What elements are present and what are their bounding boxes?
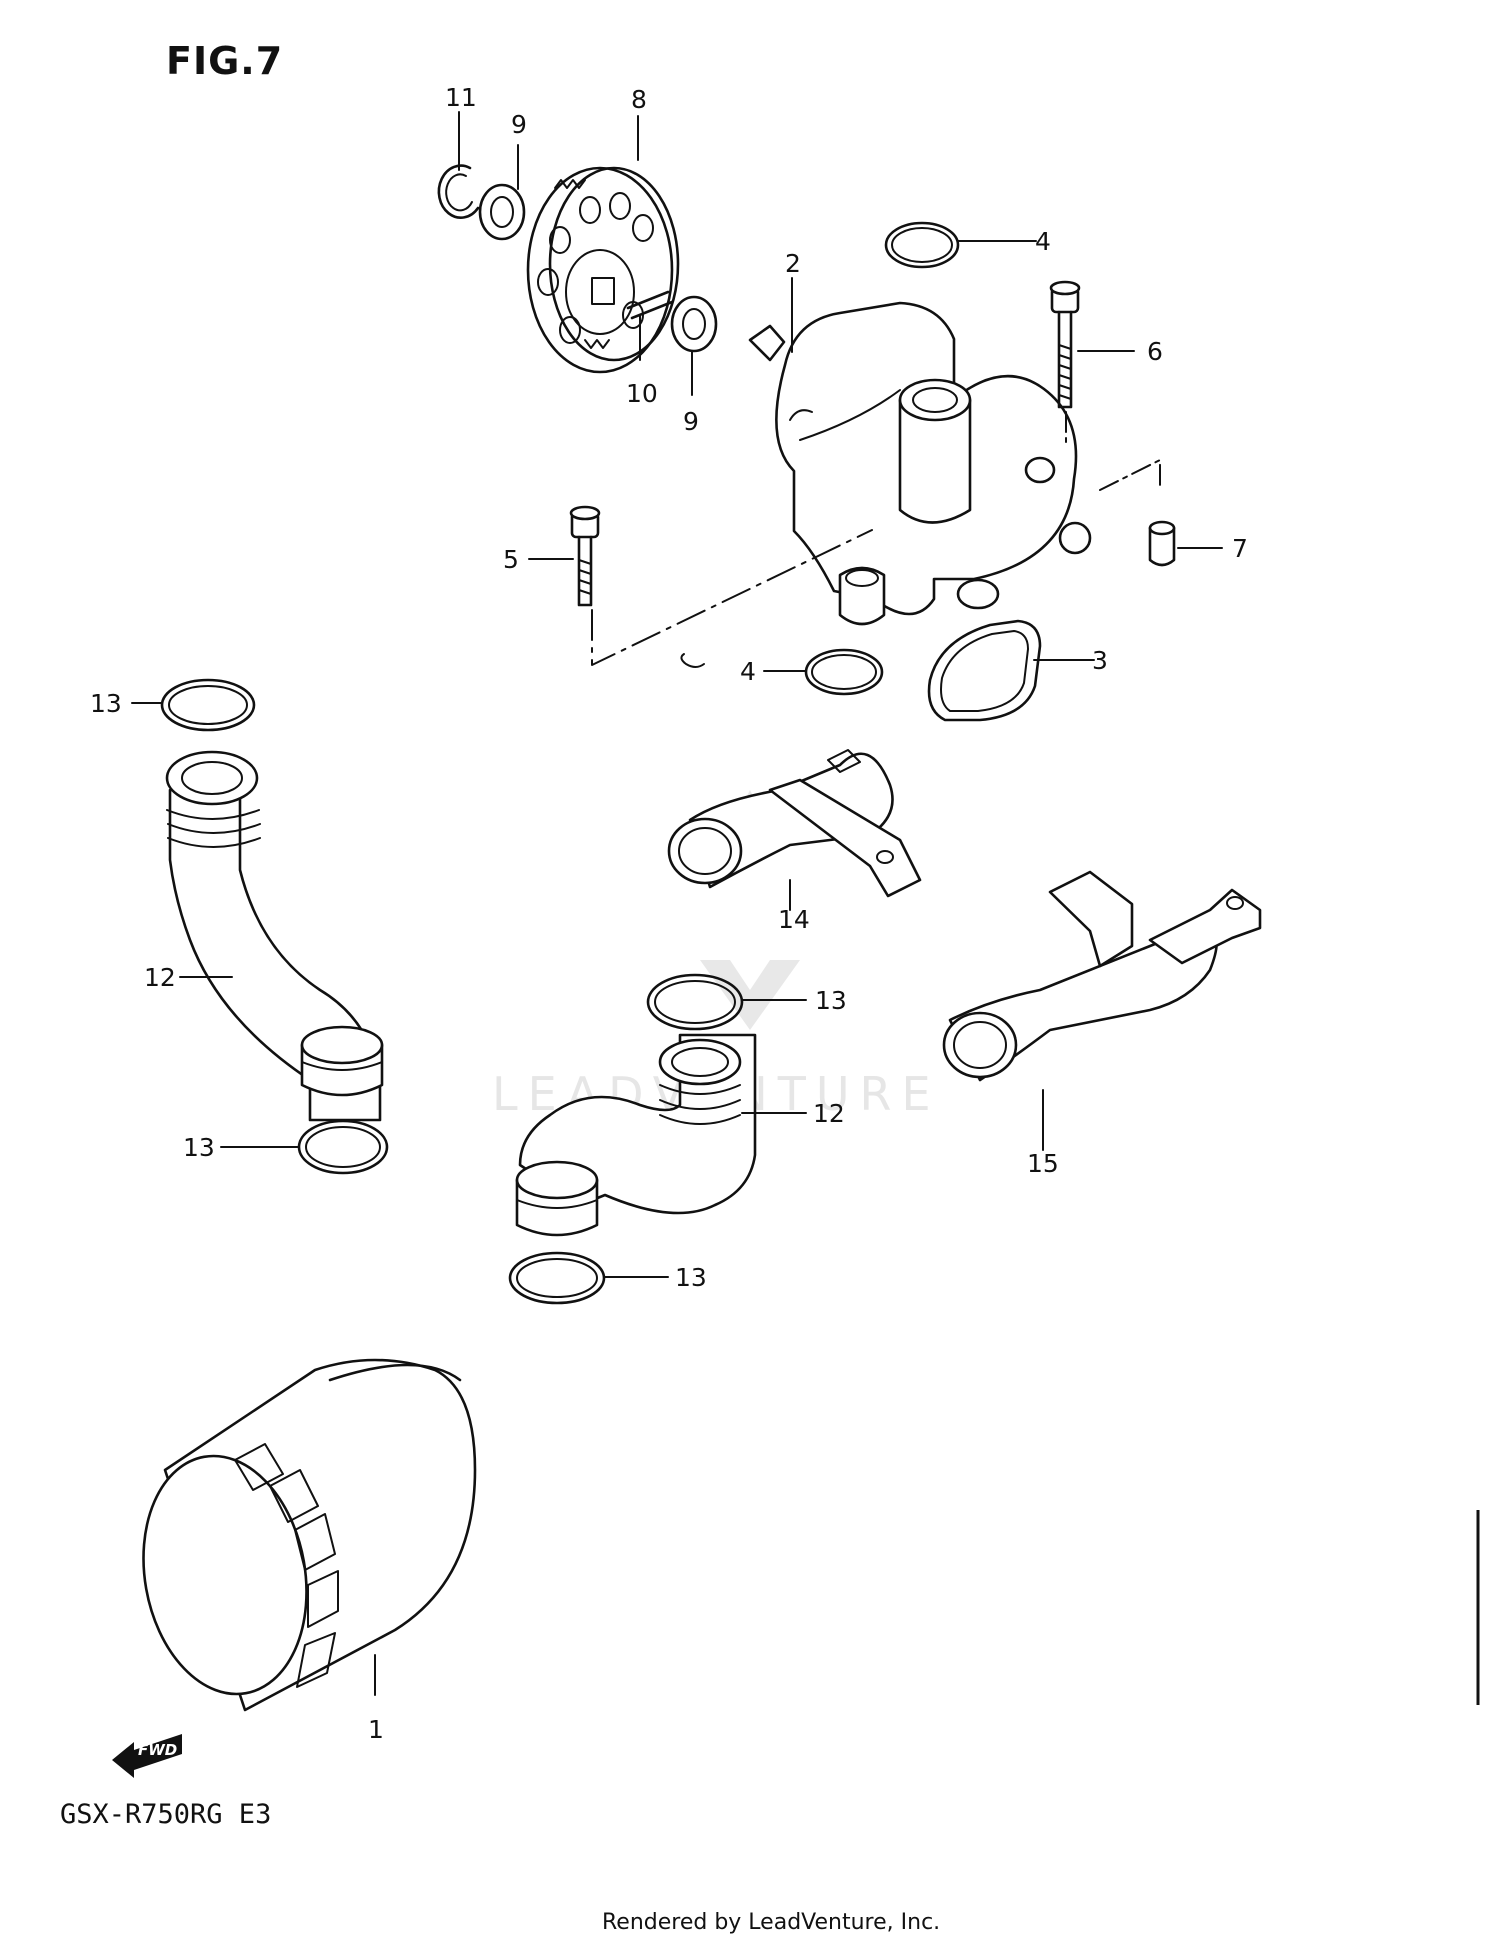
callout-15: 15 — [1027, 1149, 1059, 1178]
callout-12-left: 12 — [144, 963, 176, 992]
part-12-pipe-left — [165, 750, 384, 1122]
callout-8: 8 — [631, 85, 647, 114]
callout-10: 10 — [626, 379, 658, 408]
part-3-gasket — [927, 619, 1042, 722]
fwd-arrow: FWD — [112, 1734, 182, 1778]
part-13-oring-c — [646, 973, 744, 1031]
callout-13-d: 13 — [675, 1263, 707, 1292]
part-13-oring-d — [508, 1251, 606, 1305]
part-4-oring-top — [884, 221, 960, 269]
callout-9-lower: 9 — [683, 407, 699, 436]
part-12-pipe-center — [515, 1033, 757, 1237]
part-6-bolt — [1049, 280, 1081, 409]
part-13-oring-b — [297, 1119, 389, 1175]
callout-7: 7 — [1232, 534, 1248, 563]
callout-4-upper: 4 — [1035, 227, 1051, 256]
callout-13-a: 13 — [90, 689, 122, 718]
footer-credit: Rendered by LeadVenture, Inc. — [602, 1910, 940, 1935]
callout-12-center: 12 — [813, 1099, 845, 1128]
part-8-gear — [526, 166, 680, 374]
callout-3: 3 — [1092, 646, 1108, 675]
assembly-lines — [591, 411, 1161, 666]
fwd-label: FWD — [138, 1741, 177, 1759]
leader-lines — [131, 111, 1223, 1278]
callout-labels: 11 9 8 10 9 2 4 6 7 5 4 3 13 12 13 14 13… — [90, 83, 1248, 1744]
callout-6: 6 — [1147, 337, 1163, 366]
part-14-pipe — [667, 749, 922, 898]
part-1-oil-filter — [142, 1358, 477, 1712]
part-5-bolt — [569, 505, 601, 607]
small-clip — [680, 653, 705, 668]
callout-2: 2 — [785, 249, 801, 278]
model-code: GSX-R750RG E3 — [60, 1799, 271, 1830]
callout-13-b: 13 — [183, 1133, 215, 1162]
part-4-oring-lower — [804, 648, 884, 696]
callout-11: 11 — [445, 83, 477, 112]
callout-5: 5 — [503, 545, 519, 574]
part-2-oil-pump — [748, 301, 1092, 626]
callout-4-lower: 4 — [740, 657, 756, 686]
part-11-circlip — [437, 164, 480, 219]
figure-title: FIG.7 — [166, 39, 283, 83]
part-9-washer-lower — [670, 295, 718, 353]
callout-14: 14 — [778, 905, 810, 934]
part-10-pin — [626, 290, 674, 320]
callout-1: 1 — [368, 1715, 384, 1744]
callout-9-upper: 9 — [511, 110, 527, 139]
part-13-oring-a — [160, 678, 256, 732]
part-15-pipe — [942, 870, 1262, 1082]
callout-13-c: 13 — [815, 986, 847, 1015]
part-9-washer-upper — [478, 183, 526, 241]
part-7-dowel — [1148, 520, 1176, 567]
